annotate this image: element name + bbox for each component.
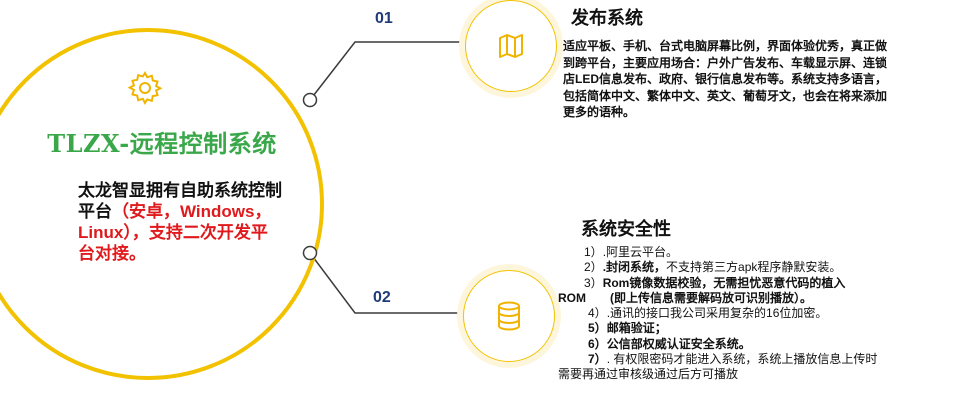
list-item-continuation: 需要再通过审核级通过后方可播放 <box>558 367 739 382</box>
list-item: 7）. 有权限密码才能进入系统，系统上播放信息上传时 <box>588 352 878 367</box>
section-icon-circle-02 <box>463 270 555 362</box>
section-body-01: 适应平板、手机、台式电脑屏幕比例，界面体验优秀，真正做到跨平台，主要应用场合：户… <box>563 39 888 119</box>
list-item-continuation: ROM (即上传信息需要解码放可识别播放）。 <box>558 290 812 305</box>
main-desc-black: 太龙智显拥有自助系统控制平台 <box>78 181 282 221</box>
connector-line-01 <box>309 41 468 101</box>
list-item: 1）.阿里云平台。 <box>584 245 679 259</box>
list-item: 2）.封闭系统，不支持第三方apk程序静默安装。 <box>584 260 842 275</box>
section-title-01: 发布系统 <box>571 8 643 28</box>
main-description: 太龙智显拥有自助系统控制平台（安卓，Windows，Linux），支持二次开发平… <box>78 180 283 264</box>
connector-node-02 <box>302 245 318 261</box>
connector-line-02 <box>309 252 468 314</box>
main-desc-tail: ，支持二次开发平台对接。 <box>78 223 268 263</box>
map-icon <box>499 34 523 58</box>
list-item: 4）.通讯的接口我公司采用复杂的16位加密。 <box>588 306 828 321</box>
connector-node-01 <box>302 92 318 108</box>
section-title-02: 系统安全性 <box>581 219 671 239</box>
list-item: 6）公信部权威认证安全系统。 <box>588 336 751 351</box>
main-circle <box>0 28 324 380</box>
list-item: 3）Rom镜像数据校验，无需担忧恶意代码的植入 <box>584 275 846 290</box>
section-number-01: 01 <box>375 10 393 27</box>
section-number-02: 02 <box>373 289 391 306</box>
database-icon <box>498 301 520 331</box>
main-desc-red: （安卓，Windows，Linux） <box>78 202 272 242</box>
gear-icon <box>127 70 163 106</box>
security-list: 1）.阿里云平台。 2）.封闭系统，不支持第三方apk程序静默安装。 3）Rom… <box>558 245 948 383</box>
list-item: 5）邮箱验证； <box>588 321 667 336</box>
main-title: TLZX-远程控制系统 <box>47 129 277 158</box>
section-icon-circle-01 <box>465 0 557 92</box>
